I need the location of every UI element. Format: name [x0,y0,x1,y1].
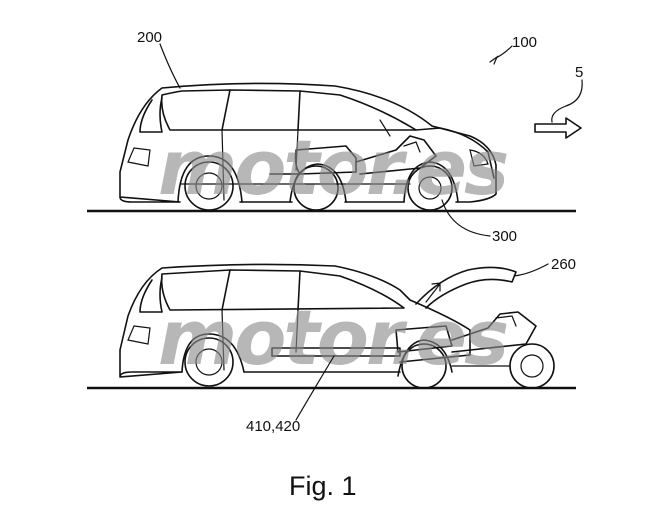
lower-rear-light [128,326,150,344]
leader-100-arrow [490,57,497,64]
label-410-420: 410,420 [246,418,300,435]
label-200: 200 [137,29,162,46]
watermark-upper: motor.es [158,123,507,212]
direction-arrow [535,118,581,138]
leader-100 [496,46,512,58]
leader-200 [160,44,180,88]
label-300: 300 [492,228,517,245]
label-260: 260 [551,256,576,273]
label-5: 5 [575,64,583,81]
label-100: 100 [512,34,537,51]
watermark-lower: motor.es [158,293,507,382]
leader-5 [552,80,582,122]
upper-rear-light [128,148,150,166]
leader-260 [514,264,548,276]
figure-caption: Fig. 1 [289,471,357,501]
